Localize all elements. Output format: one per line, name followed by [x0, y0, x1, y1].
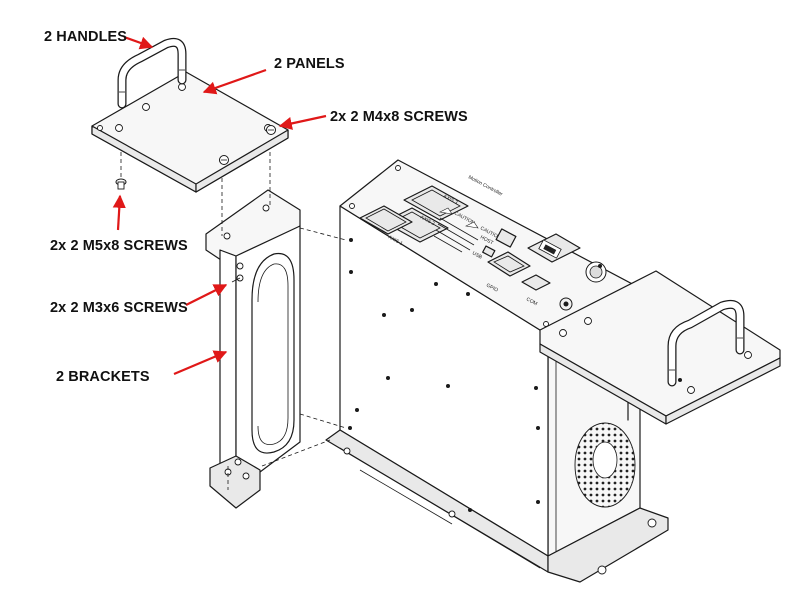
connector-axis-3: AXIS 3: [403, 185, 469, 221]
arrow-m3x6: [185, 284, 228, 306]
power-inlet: [527, 233, 581, 263]
m3x6-screw-bottom: [234, 458, 242, 466]
m4x8-screw-2: [266, 125, 276, 135]
arrow-brackets: [173, 350, 228, 376]
arrow-m4x8: [278, 114, 327, 130]
mounted-panel-assembly: [539, 270, 781, 425]
arrow-m5x8: [112, 194, 126, 231]
label-m5x8-screws: 2x 2 M5x8 SCREWS: [50, 238, 188, 254]
label-panels: 2 PANELS: [274, 56, 345, 72]
bracket-side-plate: [235, 225, 301, 491]
chassis-base-flange: [547, 507, 669, 583]
arrow-handles: [123, 35, 154, 50]
com-label: COM: [525, 296, 538, 307]
connector-host: HOST: [479, 228, 517, 248]
gpio-label: GPIO: [485, 282, 499, 293]
loose-panel-assembly: [91, 37, 289, 193]
label-brackets: 2 BRACKETS: [56, 369, 150, 385]
callout-labels: 2 HANDLES 2 PANELS 2x 2 M4x8 SCREWS 2x 2…: [44, 29, 468, 385]
connector-com: COM: [521, 274, 551, 307]
label-handles: 2 HANDLES: [44, 29, 127, 45]
callout-arrows: [112, 35, 327, 376]
mounted-handle: [667, 299, 745, 387]
chassis-face-screws: [348, 238, 540, 512]
m4x8-screw-1: [219, 155, 229, 165]
usb-label: USB: [471, 250, 483, 260]
bracket: [205, 189, 301, 509]
brand-label: Motion Controller: [467, 174, 504, 197]
connector-gpio: GPIO: [485, 251, 531, 294]
label-m4x8-screws: 2x 2 M4x8 SCREWS: [330, 109, 468, 125]
arrow-panels: [202, 68, 267, 95]
host-label: HOST: [479, 234, 494, 246]
power-switch: [585, 261, 607, 283]
label-m3x6-screws: 2x 2 M3x6 SCREWS: [50, 300, 188, 316]
alignment-lines: [120, 138, 347, 490]
cooling-vent: [574, 422, 636, 508]
m5x8-screw: [115, 178, 127, 190]
connector-usb: USB: [471, 245, 496, 261]
ground-stud: [559, 297, 573, 311]
m3x6-screw-top: [231, 262, 244, 283]
loose-handle: [117, 37, 187, 109]
